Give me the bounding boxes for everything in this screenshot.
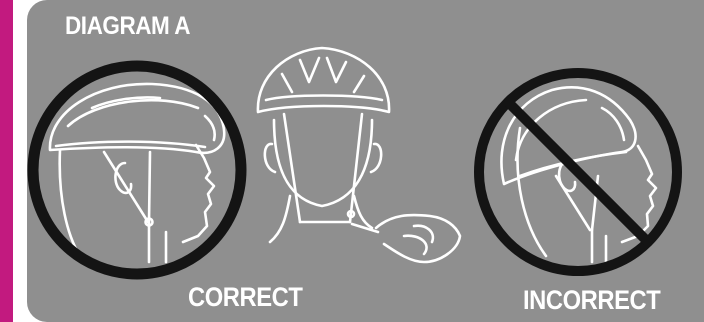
correct-label: CORRECT [188,284,302,311]
incorrect-label: INCORRECT [523,287,660,314]
diagram-title: DIAGRAM A [65,14,190,39]
helmet-front-view-icon [258,48,460,262]
helmet-side-view-icon [50,84,224,262]
prohibition-icon [479,73,677,271]
